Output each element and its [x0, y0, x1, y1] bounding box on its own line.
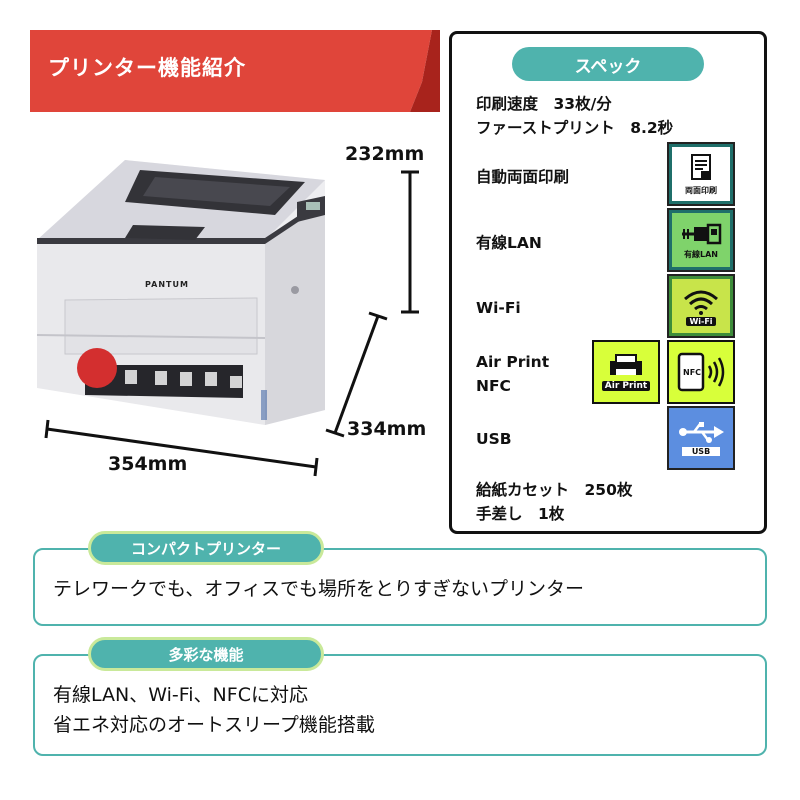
duplex-icon: 両面印刷	[667, 142, 735, 206]
dimension-lines	[44, 170, 419, 477]
dimension-depth: 334mm	[347, 418, 427, 440]
usb-icon-caption: USB	[681, 446, 721, 456]
lan-icon-caption: 有線LAN	[684, 249, 718, 259]
nfc-icon-caption: NFC	[683, 368, 701, 377]
nfc-icon: NFC	[667, 340, 735, 404]
spec-nfc: NFC	[476, 377, 511, 395]
spec-usb: USB	[476, 430, 512, 448]
printer-image: PANTUM	[25, 140, 345, 440]
feature-functions-title: 多彩な機能	[88, 637, 324, 671]
wifi-icon: Wi-Fi	[667, 274, 735, 338]
spec-paper-cassette: 給紙カセット 250枚	[476, 481, 633, 499]
duplex-icon-caption: 両面印刷	[685, 185, 717, 195]
page-title: プリンター機能紹介	[48, 56, 246, 80]
dimension-height: 232mm	[345, 143, 425, 165]
header-ribbon: プリンター機能紹介	[30, 30, 440, 112]
lan-icon: 有線LAN	[667, 208, 735, 272]
spec-duplex: 自動両面印刷	[476, 168, 570, 186]
feature-box-functions: 有線LAN、Wi-Fi、NFCに対応 省エネ対応のオートスリープ機能搭載	[33, 654, 767, 756]
spec-panel: スペック 印刷速度 33枚/分 ファーストプリント 8.2秒 自動両面印刷 両面…	[449, 31, 767, 534]
dimension-width: 354mm	[108, 453, 188, 475]
spec-manual-feed: 手差し 1枚	[476, 505, 565, 523]
spec-wifi: Wi-Fi	[476, 299, 521, 317]
spec-airprint: Air Print	[476, 353, 550, 371]
feature-compact-text: テレワークでも、オフィスでも場所をとりすぎないプリンター	[53, 578, 585, 600]
header-ribbon-shape	[30, 30, 440, 112]
airprint-icon: Air Print	[592, 340, 660, 404]
feature-functions-line-1: 有線LAN、Wi-Fi、NFCに対応	[53, 684, 308, 706]
spec-wired-lan: 有線LAN	[476, 234, 542, 252]
spec-print-speed: 印刷速度 33枚/分	[476, 95, 612, 113]
feature-functions-line-2: 省エネ対応のオートスリープ機能搭載	[53, 714, 375, 736]
printer-brand-label: PANTUM	[145, 280, 189, 289]
wifi-icon-caption: Wi-Fi	[686, 316, 716, 326]
feature-compact-title: コンパクトプリンター	[88, 531, 324, 565]
spec-title: スペック	[512, 47, 704, 81]
spec-first-print: ファーストプリント 8.2秒	[476, 119, 674, 137]
usb-icon: USB	[667, 406, 735, 470]
airprint-icon-caption: Air Print	[601, 381, 651, 391]
